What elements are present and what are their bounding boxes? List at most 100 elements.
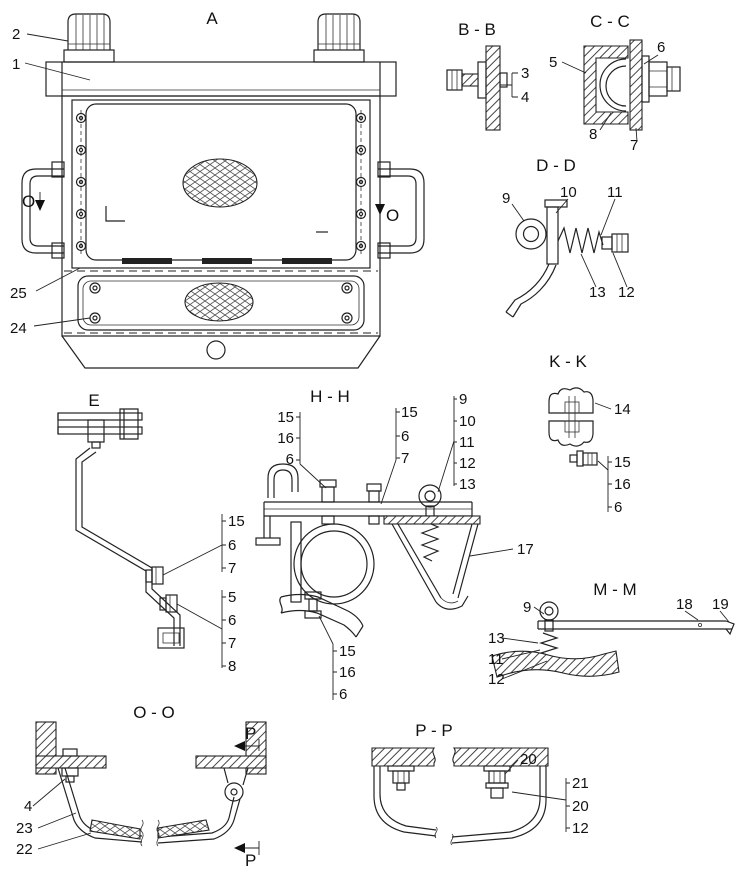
- callout-kk-14: 14: [614, 401, 631, 418]
- callout-kk-6: 6: [614, 499, 622, 516]
- oo-hinge-icon: [223, 767, 249, 802]
- view-cc-label: C - C: [590, 12, 630, 31]
- view-hh-callouts: 15 16 6 15 6 7 9 10 11 12 13 17 15 16 6: [277, 391, 533, 703]
- view-mm: M - M 9 18 19 13 11 12: [488, 580, 735, 688]
- view-e: E 15 6 7 5 6 7 8: [57, 391, 245, 675]
- callout-cc-5: 5: [549, 54, 557, 71]
- callout-hh-right-9: 9: [459, 391, 467, 408]
- strap-bolt-upper-icon: [145, 566, 164, 585]
- hh-hanger-bolt-icon: [366, 483, 382, 525]
- view-e-label: E: [88, 391, 99, 410]
- view-hh: H - H 15 16 6: [255, 387, 534, 703]
- callout-a-1: 1: [12, 56, 20, 73]
- hh-clamp-bolt-icon: [319, 479, 337, 525]
- grille-oval-lower: [184, 282, 254, 322]
- dd-spring-icon: [557, 226, 604, 254]
- view-e-callouts: 15 6 7 5 6 7 8: [162, 513, 245, 675]
- pp-dish-right: [451, 766, 547, 844]
- strap-outer: [75, 447, 175, 646]
- section-o-markers: O O: [22, 192, 399, 225]
- callout-dd-9: 9: [502, 190, 510, 207]
- callout-hh-bottom-16: 16: [339, 664, 356, 681]
- cc-plate: [629, 39, 643, 131]
- section-o-right-label: O: [386, 206, 399, 225]
- oo-tray-right: [157, 798, 241, 844]
- handle-right-icon: [377, 161, 425, 259]
- hh-spring-icon: [420, 520, 440, 562]
- pp-plate-right: [452, 747, 549, 767]
- pp-right-bolt-icon: [483, 765, 511, 799]
- strap-bolt-lower-icon: [159, 594, 178, 613]
- kk-bolt-icon: [569, 450, 598, 467]
- callout-a-24: 24: [10, 320, 27, 337]
- callout-hh-mid-6: 6: [401, 428, 409, 445]
- callout-dd-11: 11: [607, 184, 623, 201]
- callout-hh-left-16: 16: [277, 430, 294, 447]
- callout-cc-8: 8: [589, 126, 597, 143]
- callout-e-7a: 7: [228, 560, 236, 577]
- callout-mm-12: 12: [488, 671, 505, 688]
- callout-hh-right-11: 11: [459, 434, 475, 451]
- callout-hh-17: 17: [517, 541, 534, 558]
- callout-hh-right-12: 12: [459, 455, 476, 472]
- view-oo-label: O - O: [133, 703, 175, 722]
- view-a-label: A: [206, 9, 218, 28]
- callout-hh-mid-7: 7: [401, 450, 409, 467]
- mm-hook-tip-icon: [725, 620, 735, 636]
- callout-mm-9: 9: [523, 599, 531, 616]
- dd-nut-icon: [611, 233, 629, 253]
- hh-funnel: [383, 515, 481, 610]
- top-band: [45, 61, 397, 97]
- bb-plate: [485, 45, 501, 131]
- callout-cc-6: 6: [657, 39, 665, 56]
- mm-support-section: [491, 650, 620, 678]
- callout-kk-16: 16: [614, 476, 631, 493]
- view-pp: P - P 20 21 20 12: [371, 721, 589, 846]
- view-mm-label: M - M: [593, 580, 636, 599]
- view-a: A: [10, 9, 425, 369]
- callout-mm-18: 18: [676, 596, 693, 613]
- oo-grille-right: [157, 819, 210, 839]
- callout-e-6b: 6: [228, 612, 236, 629]
- pp-dish-left: [373, 766, 437, 837]
- callout-mm-11: 11: [488, 651, 504, 668]
- rail-clip-icon: [119, 408, 139, 440]
- callout-oo-23: 23: [16, 820, 33, 837]
- hh-bottom-pad: [279, 591, 364, 638]
- view-kk: K - K 14 15 16 6: [548, 352, 631, 516]
- callout-oo-22: 22: [16, 841, 33, 858]
- view-dd-label: D - D: [536, 156, 576, 175]
- oo-grille-left: [89, 819, 141, 840]
- section-o-left-label: O: [22, 192, 35, 211]
- callout-hh-bottom-6: 6: [339, 686, 347, 703]
- bb-bolt-head-icon: [446, 69, 463, 91]
- callout-pp-20: 20: [520, 751, 537, 768]
- callout-e-7b: 7: [228, 635, 236, 652]
- cc-channel: [583, 45, 629, 125]
- handle-left-icon: [21, 161, 65, 259]
- callout-mm-19: 19: [712, 596, 729, 613]
- pp-left-bolt-icon: [387, 765, 415, 791]
- callout-e-5: 5: [228, 589, 236, 606]
- callout-e-15: 15: [228, 513, 245, 530]
- kk-pad-lower: [548, 420, 594, 447]
- callout-e-6a: 6: [228, 537, 236, 554]
- foot-left-icon: [63, 13, 115, 63]
- callout-hh-bottom-15: 15: [339, 643, 356, 660]
- view-bb-label: B - B: [458, 20, 496, 39]
- callout-hh-right-10: 10: [459, 413, 476, 430]
- callout-hh-right-13: 13: [459, 476, 476, 493]
- callout-pp-12: 12: [572, 820, 589, 837]
- view-cc: C - C 5 6 8 7: [549, 12, 681, 154]
- pp-plate-left: [371, 747, 436, 767]
- callout-dd-10: 10: [560, 184, 577, 201]
- section-p-top-label: P: [245, 724, 256, 743]
- view-bb: B - B 3 4: [446, 20, 529, 131]
- view-pp-label: P - P: [415, 721, 452, 740]
- drain-hole-icon: [206, 340, 226, 360]
- callout-hh-left-6: 6: [286, 451, 294, 468]
- lower-band: [64, 258, 378, 334]
- callout-bb-3: 3: [521, 65, 529, 82]
- foot-right-icon: [313, 13, 365, 63]
